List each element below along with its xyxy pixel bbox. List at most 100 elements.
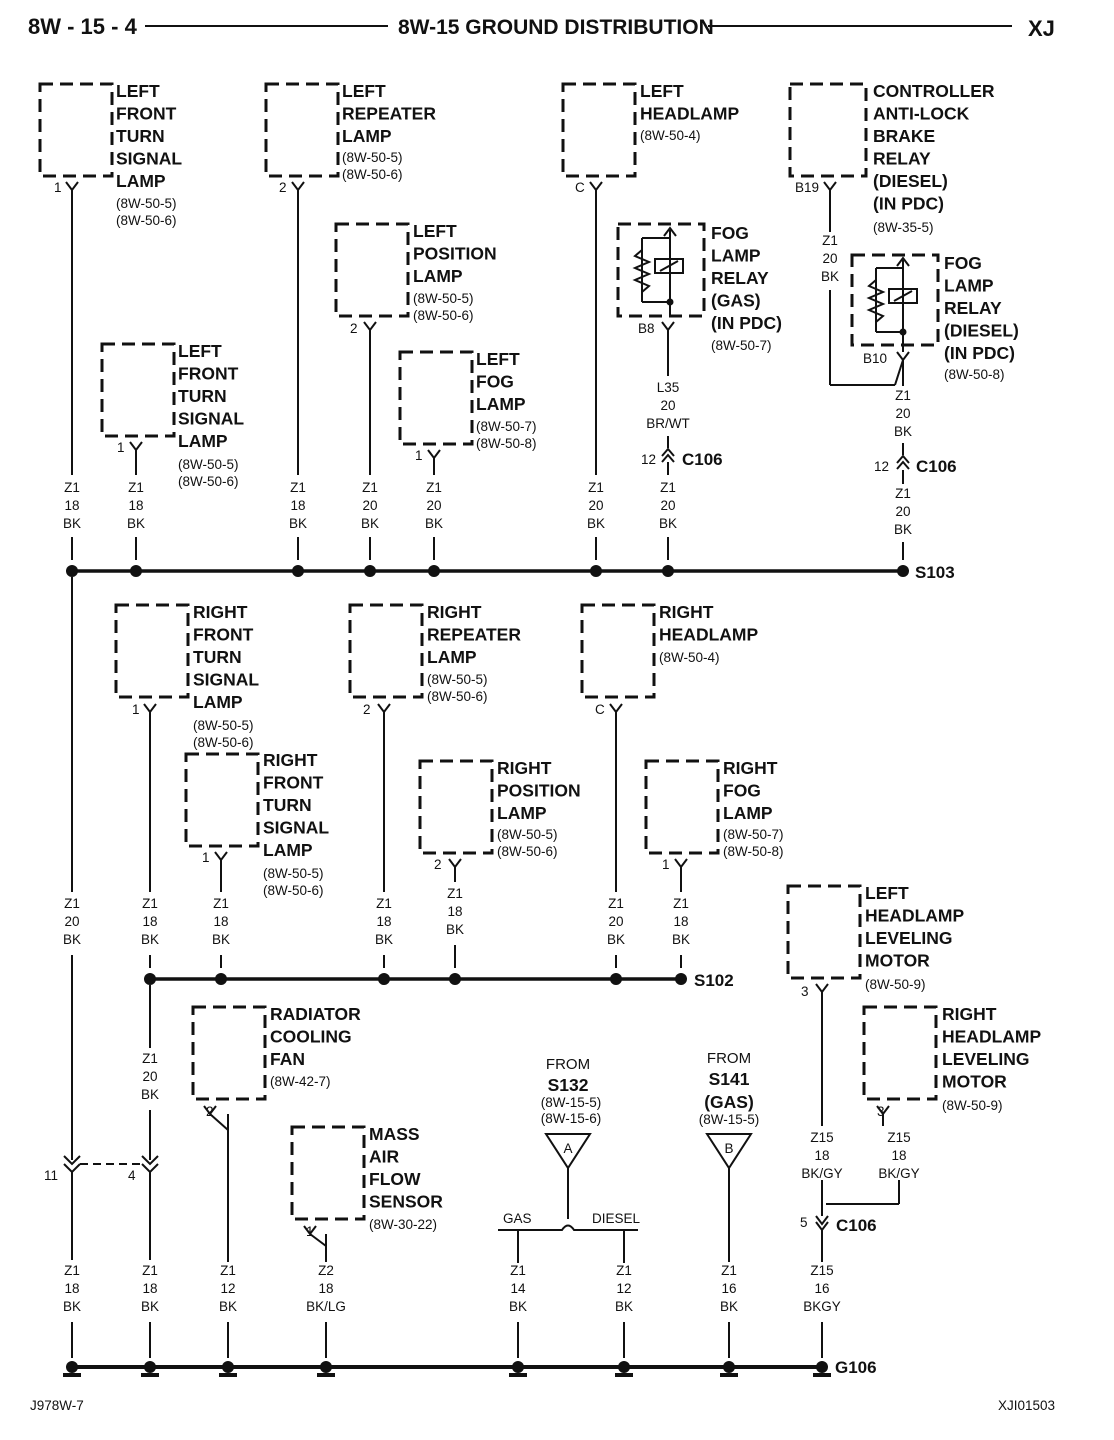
svg-text:2: 2	[363, 702, 371, 717]
svg-text:(8W-50-5)(8W-50-6): (8W-50-5)(8W-50-6)	[497, 827, 558, 859]
svg-text:5: 5	[800, 1215, 808, 1230]
svg-text:C106: C106	[916, 457, 957, 476]
splice-s102: S102	[144, 971, 734, 990]
footer-right-code: XJI01503	[998, 1398, 1055, 1413]
svg-text:C: C	[595, 702, 605, 717]
svg-text:4: 4	[128, 1168, 136, 1183]
svg-text:1: 1	[306, 1224, 314, 1239]
svg-text:S103: S103	[915, 563, 955, 582]
connector-c106-fog-diesel: 12 C106	[874, 457, 957, 476]
svg-text:(8W-50-9): (8W-50-9)	[942, 1098, 1003, 1113]
svg-text:C106: C106	[836, 1216, 877, 1235]
ground-eyelet-icon	[63, 1361, 831, 1377]
svg-text:(8W-50-5)(8W-50-6): (8W-50-5)(8W-50-6)	[178, 457, 239, 489]
svg-text:1: 1	[662, 857, 670, 872]
svg-text:1: 1	[54, 180, 62, 195]
svg-text:(GAS): (GAS)	[704, 1092, 754, 1112]
svg-text:(8W-50-5)(8W-50-6): (8W-50-5)(8W-50-6)	[427, 672, 488, 704]
from-splice-s132: FROM S132 (8W-15-5)(8W-15-6) A	[541, 1056, 601, 1219]
svg-text:FROM: FROM	[707, 1050, 751, 1067]
svg-text:1: 1	[415, 448, 423, 463]
svg-text:(8W-15-5): (8W-15-5)	[699, 1112, 760, 1127]
svg-text:S132: S132	[548, 1075, 589, 1095]
relay-symbol-icon	[866, 256, 918, 352]
from-splice-s141: FROM S141 (GAS) (8W-15-5) B	[699, 1050, 760, 1170]
svg-text:(8W-50-5)(8W-50-6): (8W-50-5)(8W-50-6)	[263, 866, 324, 898]
svg-text:(8W-50-8): (8W-50-8)	[944, 367, 1005, 382]
ground-g106: G106	[63, 1358, 877, 1377]
svg-text:(8W-50-5)(8W-50-6): (8W-50-5)(8W-50-6)	[342, 150, 403, 182]
svg-text:(8W-50-4): (8W-50-4)	[659, 650, 720, 665]
svg-text:2: 2	[350, 321, 358, 336]
svg-text:C: C	[575, 180, 585, 195]
svg-text:(8W-50-7)(8W-50-8): (8W-50-7)(8W-50-8)	[723, 827, 784, 859]
svg-text:B19: B19	[795, 180, 819, 195]
svg-text:(8W-50-4): (8W-50-4)	[640, 128, 701, 143]
svg-text:S141: S141	[709, 1069, 750, 1089]
svg-text:(8W-50-7)(8W-50-8): (8W-50-7)(8W-50-8)	[476, 419, 537, 451]
connector-inline-11: 11	[44, 1168, 58, 1183]
relay-symbol-icon	[632, 226, 684, 315]
svg-text:B10: B10	[863, 351, 887, 366]
page-number: 8W - 15 - 4	[28, 14, 138, 39]
svg-text:(8W-35-5): (8W-35-5)	[873, 220, 934, 235]
top-wires	[65, 181, 910, 560]
svg-text:C106: C106	[682, 450, 723, 469]
svg-text:DIESEL: DIESEL	[592, 1211, 641, 1226]
svg-text:2: 2	[206, 1104, 214, 1119]
model-code: XJ	[1028, 16, 1055, 41]
svg-text:(8W-42-7): (8W-42-7)	[270, 1074, 331, 1089]
svg-text:G106: G106	[835, 1358, 877, 1377]
page-title: 8W-15 GROUND DISTRIBUTION	[398, 16, 714, 39]
